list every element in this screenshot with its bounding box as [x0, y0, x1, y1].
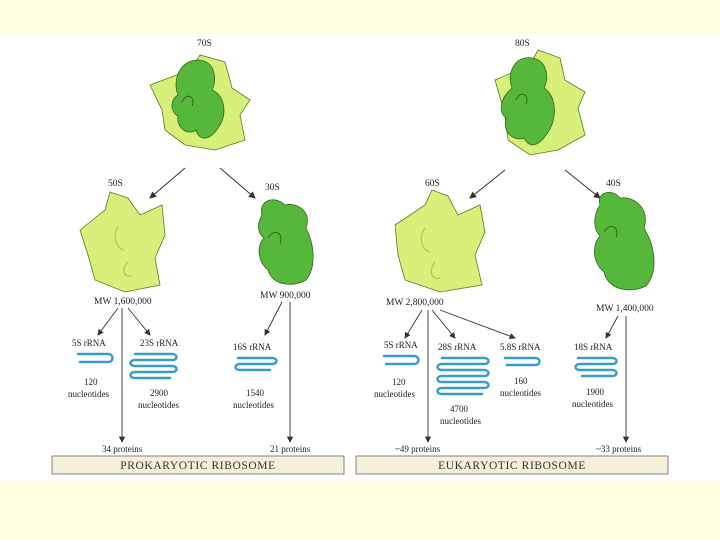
rrna-5s-unit: nucleotides — [68, 389, 109, 399]
label-30s: 30S — [265, 183, 280, 193]
euk-rrna-58s-length: 160 — [514, 376, 528, 386]
proteins-50s: 34 proteins — [102, 444, 143, 454]
arrow-50s-to-23s — [128, 308, 150, 335]
mw-50s: MW 1,600,000 — [94, 297, 152, 307]
euk-rrna-5s-unit: nucleotides — [374, 389, 415, 399]
euk-rrna-28s-length: 4700 — [450, 404, 469, 414]
rrna-23s-coil — [131, 354, 177, 378]
rrna-5s-coil — [78, 354, 113, 362]
rrna-5s-name: 5S rRNA — [72, 338, 106, 348]
arrow-30s-to-16s — [265, 302, 282, 335]
euk-rrna-58s-coil — [505, 358, 540, 365]
proteins-60s: ~49 proteins — [395, 444, 441, 454]
euk-rrna-5s-name: 5S rRNA — [384, 340, 418, 350]
euk-rrna-18s-name: 18S rRNA — [574, 342, 613, 352]
subunit-60s-shape — [395, 190, 485, 292]
subunit-40s-shape — [594, 192, 654, 290]
euk-rrna-18s-length: 1900 — [586, 387, 605, 397]
ribosome-80s-shape — [495, 50, 585, 155]
euk-rrna-28s-unit: nucleotides — [440, 416, 481, 426]
mw-60s: MW 2,800,000 — [386, 298, 444, 308]
arrow-80s-to-40s — [565, 170, 600, 198]
label-80s: 80S — [515, 39, 530, 49]
arrow-40s-to-18s — [606, 316, 618, 338]
arrow-80s-to-60s — [470, 170, 505, 198]
prokaryotic-section: 70S 50S 30S MW 1,600,000 MW 900,000 — [52, 39, 344, 474]
euk-rrna-28s-coil — [438, 358, 489, 394]
euk-rrna-5s-coil — [384, 356, 419, 364]
arrow-70s-to-30s — [220, 168, 255, 198]
euk-rrna-58s-name: 5.8S rRNA — [500, 342, 541, 352]
rrna-5s-length: 120 — [84, 377, 98, 387]
subunit-30s-shape — [259, 200, 314, 285]
label-60s: 60S — [425, 179, 440, 189]
euk-rrna-18s-unit: nucleotides — [572, 399, 613, 409]
eukaryotic-section: 80S 60S 40S MW 2,800,000 MW 1,400,000 — [356, 39, 668, 474]
arrow-60s-to-5s — [405, 310, 422, 338]
proteins-40s: ~33 proteins — [596, 444, 642, 454]
arrow-70s-to-50s — [150, 168, 185, 198]
mw-30s: MW 900,000 — [260, 291, 311, 301]
ribosome-70s-shape — [150, 55, 250, 150]
label-50s: 50S — [108, 179, 123, 189]
arrow-50s-to-5s — [98, 308, 118, 335]
rrna-23s-unit: nucleotides — [138, 400, 179, 410]
rrna-16s-length: 1540 — [246, 388, 265, 398]
subunit-50s-shape — [80, 192, 165, 292]
euk-rrna-28s-name: 28S rRNA — [438, 342, 477, 352]
mw-40s: MW 1,400,000 — [596, 304, 654, 314]
euk-rrna-18s-coil — [576, 358, 617, 376]
rrna-16s-name: 16S rRNA — [233, 342, 272, 352]
eukaryotic-banner-text: EUKARYOTIC RIBOSOME — [438, 460, 586, 472]
label-40s: 40S — [606, 179, 621, 189]
prokaryotic-banner-text: PROKARYOTIC RIBOSOME — [120, 460, 275, 472]
euk-rrna-5s-length: 120 — [392, 377, 406, 387]
euk-rrna-58s-unit: nucleotides — [500, 388, 541, 398]
rrna-16s-coil — [236, 358, 277, 370]
rrna-23s-length: 2900 — [150, 388, 169, 398]
proteins-30s: 21 proteins — [270, 444, 311, 454]
label-70s: 70S — [197, 39, 212, 49]
rrna-23s-name: 23S rRNA — [140, 338, 179, 348]
rrna-16s-unit: nucleotides — [233, 400, 274, 410]
